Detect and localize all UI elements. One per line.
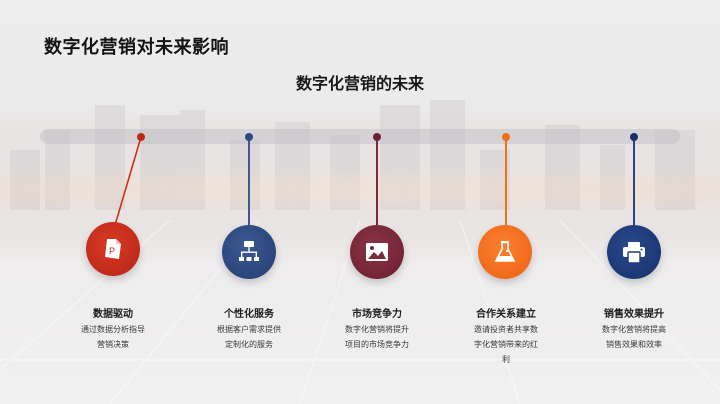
item-icon-circle-4 bbox=[478, 225, 532, 279]
item-title: 市场竞争力 bbox=[352, 309, 402, 320]
svg-text:P: P bbox=[109, 246, 115, 256]
item-icon-circle-1: P bbox=[86, 222, 140, 276]
item-title: 个性化服务 bbox=[224, 309, 274, 320]
item-icon-circle-3 bbox=[350, 225, 404, 279]
flask-beaker-icon bbox=[494, 241, 516, 262]
image-picture-icon bbox=[366, 243, 388, 261]
timeline-dot-5 bbox=[630, 133, 638, 141]
item-description: 数字化营销将提高销售效果和效率 bbox=[602, 325, 666, 349]
timeline-dot-3 bbox=[373, 133, 381, 141]
timeline-dot-4 bbox=[502, 133, 510, 141]
item-description: 邀请投资者共享数字化营销带来的红利 bbox=[474, 325, 538, 364]
item-description: 根据客户需求提供定制化的服务 bbox=[217, 325, 281, 349]
timeline-bar bbox=[40, 129, 680, 144]
timeline-dot-1 bbox=[137, 133, 145, 141]
slide-title: 数字化营销对未来影响 bbox=[44, 37, 229, 58]
item-title: 合作关系建立 bbox=[476, 309, 536, 320]
printer-icon bbox=[623, 242, 645, 264]
item-icon-circle-2 bbox=[222, 225, 276, 279]
powerpoint-file-icon: P bbox=[105, 239, 121, 259]
item-description: 通过数据分析指导营销决策 bbox=[81, 325, 145, 349]
item-description: 数字化营销将提升项目的市场竞争力 bbox=[345, 325, 409, 349]
item-icon-circle-5 bbox=[607, 225, 661, 279]
city-skyline-backdrop bbox=[0, 100, 720, 210]
timeline-connector-2 bbox=[248, 137, 250, 225]
slide-subtitle: 数字化营销的未来 bbox=[295, 74, 424, 93]
sitemap-hierarchy-icon bbox=[239, 241, 259, 261]
timeline-connector-3 bbox=[376, 137, 378, 225]
item-title: 数据驱动 bbox=[93, 309, 133, 320]
timeline-connector-4 bbox=[505, 137, 507, 225]
floor-perspective-lines bbox=[0, 220, 720, 404]
timeline-dot-2 bbox=[245, 133, 253, 141]
timeline-connector-5 bbox=[633, 137, 635, 225]
city-lights-glow bbox=[0, 175, 720, 205]
item-title: 销售效果提升 bbox=[604, 309, 664, 320]
